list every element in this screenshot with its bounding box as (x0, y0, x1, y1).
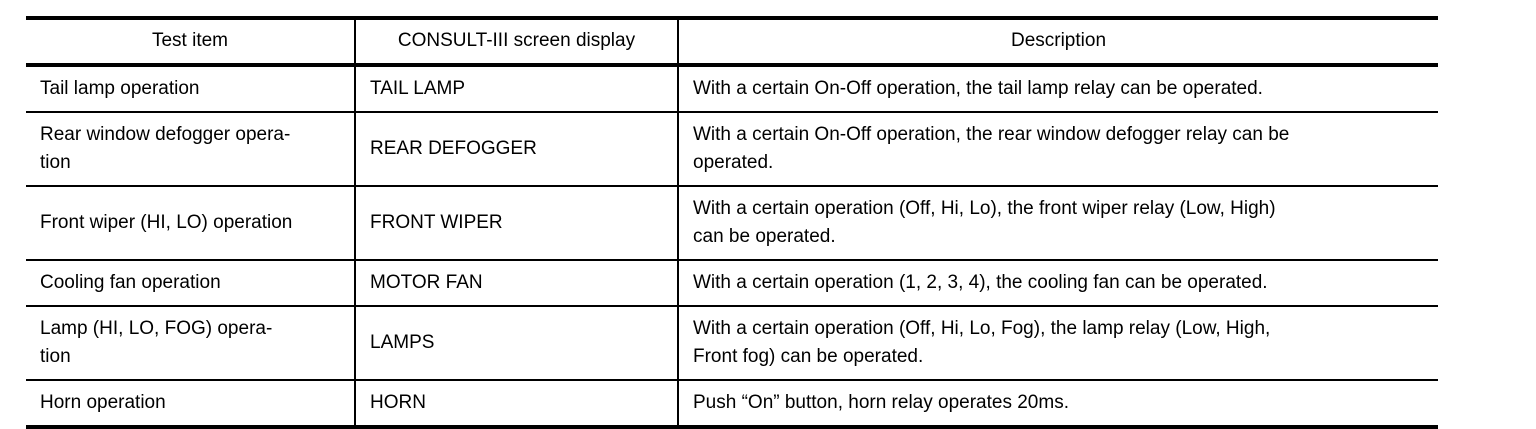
cell-test-item-line-2: tion (40, 346, 71, 368)
cell-description: With a certain On-Off operation, the rea… (678, 111, 1438, 187)
cell-description-line-1: With a certain operation (Off, Hi, Lo, F… (693, 318, 1271, 340)
cell-test-item-line-1: Horn operation (40, 392, 166, 414)
table-row: Lamp (HI, LO, FOG) opera- tion LAMPS Wit… (26, 306, 1438, 382)
cell-description-line-1: With a certain On-Off operation, the tai… (693, 77, 1263, 99)
active-test-table: Test item CONSULT-III screen display Des… (26, 16, 1438, 429)
cell-description: With a certain On-Off operation, the tai… (678, 64, 1438, 113)
cell-screen-display: HORN (355, 380, 679, 429)
table-row: Tail lamp operation TAIL LAMP With a cer… (26, 64, 1438, 113)
cell-description-line-2: Front fog) can be operated. (693, 346, 924, 368)
cell-description-line-1: With a certain operation (Off, Hi, Lo), … (693, 197, 1276, 219)
cell-test-item-line-2: tion (40, 151, 71, 173)
cell-test-item: Front wiper (HI, LO) operation (26, 185, 356, 262)
cell-test-item-line-1: Front wiper (HI, LO) operation (40, 212, 293, 234)
cell-test-item: Rear window defogger opera- tion (26, 111, 356, 187)
cell-test-item: Lamp (HI, LO, FOG) opera- tion (26, 306, 356, 382)
column-header-test-item: Test item (26, 16, 356, 67)
cell-description: Push “On” button, horn relay operates 20… (678, 380, 1438, 429)
cell-test-item: Horn operation (26, 380, 356, 429)
table-row: Rear window defogger opera- tion REAR DE… (26, 111, 1438, 187)
cell-test-item: Tail lamp operation (26, 64, 356, 113)
cell-description-line-1: With a certain On-Off operation, the rea… (693, 123, 1290, 145)
cell-test-item-line-1: Lamp (HI, LO, FOG) opera- (40, 318, 273, 340)
cell-test-item-line-1: Rear window defogger opera- (40, 123, 291, 145)
cell-screen-display: LAMPS (355, 306, 679, 382)
cell-screen-display: TAIL LAMP (355, 64, 679, 113)
cell-description-line-2: operated. (693, 151, 774, 173)
cell-screen-display: FRONT WIPER (355, 185, 679, 262)
table-header: Test item CONSULT-III screen display Des… (26, 16, 1438, 67)
cell-description-line-1: With a certain operation (1, 2, 3, 4), t… (693, 272, 1268, 294)
cell-description: With a certain operation (Off, Hi, Lo), … (678, 185, 1438, 262)
cell-description: With a certain operation (1, 2, 3, 4), t… (678, 260, 1438, 308)
column-header-description: Description (678, 16, 1438, 67)
cell-test-item-line-1: Cooling fan operation (40, 272, 221, 294)
cell-description: With a certain operation (Off, Hi, Lo, F… (678, 306, 1438, 382)
cell-description-line-1: Push “On” button, horn relay operates 20… (693, 392, 1069, 414)
table-header-row: Test item CONSULT-III screen display Des… (26, 16, 1438, 67)
table-row: Horn operation HORN Push “On” button, ho… (26, 380, 1438, 429)
column-header-screen-display: CONSULT-III screen display (355, 16, 679, 67)
cell-description-line-2: can be operated. (693, 226, 836, 248)
cell-screen-display: REAR DEFOGGER (355, 111, 679, 187)
cell-screen-display: MOTOR FAN (355, 260, 679, 308)
cell-test-item-line-1: Tail lamp operation (40, 77, 200, 99)
table-row: Front wiper (HI, LO) operation FRONT WIP… (26, 185, 1438, 262)
table-body: Tail lamp operation TAIL LAMP With a cer… (26, 64, 1438, 429)
active-test-table-container: Test item CONSULT-III screen display Des… (26, 16, 1438, 429)
cell-test-item: Cooling fan operation (26, 260, 356, 308)
table-row: Cooling fan operation MOTOR FAN With a c… (26, 260, 1438, 308)
